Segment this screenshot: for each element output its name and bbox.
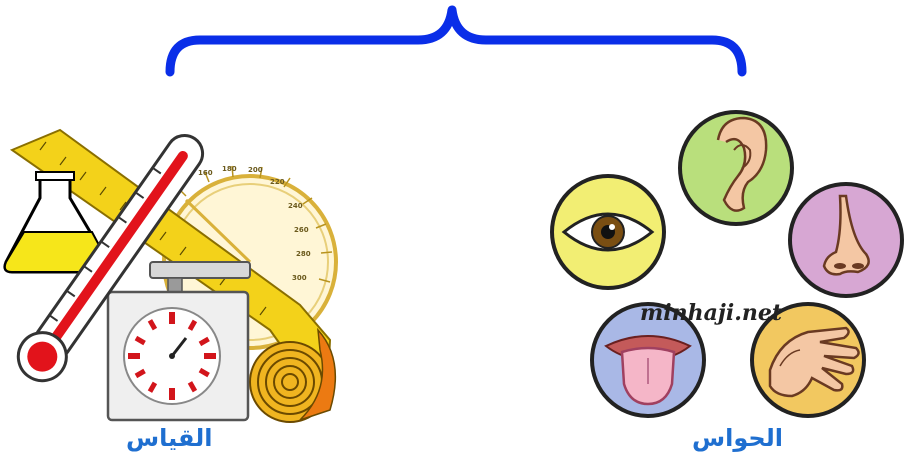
gauge-tick-label: 280	[296, 250, 311, 258]
gauge-tick-label: 200	[248, 166, 263, 174]
gauge-tick-label: 240	[288, 202, 303, 210]
watermark-text: minhaji.net	[640, 300, 783, 326]
gauge-tick-label: 180	[222, 165, 237, 173]
thermometer-icon	[16, 134, 205, 383]
senses-illustration	[550, 110, 904, 418]
measurement-tools-illustration: 160 180 200 220 240 260 280 300	[3, 128, 338, 423]
gauge-tick-label: 160	[198, 169, 213, 177]
curly-brace-icon	[165, 5, 747, 77]
ruler-tape-icon	[9, 128, 337, 423]
eye-icon	[550, 174, 666, 290]
caption-measurement: القياس	[126, 424, 213, 452]
flask-icon	[3, 171, 111, 274]
ear-icon	[678, 110, 794, 226]
gauge-tick-label: 300	[292, 274, 307, 282]
caption-senses: الحواس	[692, 424, 783, 452]
nose-icon	[788, 182, 904, 298]
gauge-tick-label: 260	[294, 226, 309, 234]
tongue-icon	[590, 302, 706, 418]
gauge-tick-label: 220	[270, 178, 285, 186]
hand-icon	[750, 302, 866, 418]
scale-icon	[106, 261, 251, 422]
